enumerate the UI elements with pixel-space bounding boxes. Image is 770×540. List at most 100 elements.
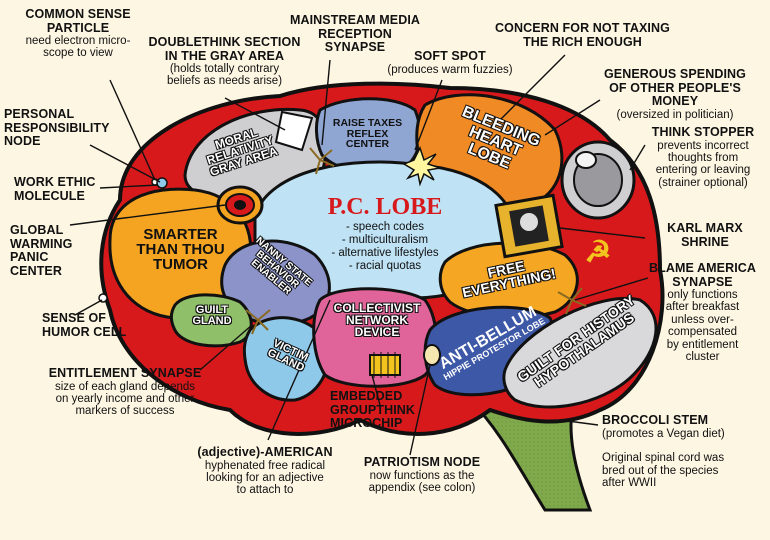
label-sub: on yearly income and other	[55, 392, 195, 405]
smarter-line: THAN THOU	[136, 241, 225, 258]
pc-lobe-text: P.C. LOBE - speech codes- multiculturali…	[300, 195, 470, 273]
label-head: PATRIOTISM NODE	[363, 455, 481, 469]
victim-gland	[242, 316, 330, 402]
pc-lobe-title: P.C. LOBE	[327, 194, 443, 220]
label-head: SYNAPSE	[324, 40, 386, 54]
label-head: WORK ETHIC	[14, 175, 96, 189]
label-head: MAINSTREAM MEDIA	[289, 13, 421, 27]
label-head: SYNAPSE	[672, 274, 733, 289]
leader-doublethink	[224, 97, 286, 131]
label-head: THINK STOPPER	[651, 125, 755, 139]
raise-line: CENTER	[345, 138, 390, 150]
label-head: KARL MARX	[667, 221, 743, 235]
pc-item: - racial quotas	[348, 259, 422, 272]
pc-item: - multiculturalism	[341, 233, 429, 246]
label-sub: looking for an adjective	[206, 471, 324, 484]
collectivist-line: NETWORK	[346, 313, 408, 327]
label-head: SENSE OF	[42, 311, 107, 325]
leader-mainstream	[321, 59, 331, 146]
label-sub: cluster	[685, 351, 720, 364]
label-head: BROCCOLI STEM	[602, 413, 709, 427]
label-sub: only functions	[667, 289, 738, 301]
label-head: (adjective)-AMERICAN	[197, 445, 333, 459]
label-sub	[602, 440, 762, 452]
label-sub: hyphenated free radical	[204, 459, 326, 472]
label-head: DOUBLETHINK SECTION	[148, 35, 301, 49]
leader-blame	[574, 277, 649, 301]
label-head: ENTITLEMENT SYNAPSE	[48, 366, 202, 380]
global-warming-target	[216, 185, 264, 225]
label-sub: bred out of the species	[602, 464, 719, 477]
guilt_gland-line: GUILT	[195, 304, 229, 316]
label-sub: after WWII	[602, 477, 657, 490]
collectivist-network-device	[312, 287, 438, 388]
work-ethic-molecule	[156, 177, 168, 189]
leader-common-sense	[109, 79, 156, 181]
leader-entitlement	[199, 324, 253, 371]
leader-american	[267, 299, 331, 441]
svg-text:☭: ☭	[585, 236, 612, 269]
label-head: PERSONAL	[4, 107, 75, 121]
label-head: CONCERN FOR NOT TAXING	[495, 21, 670, 35]
label-head: GENEROUS SPENDING	[603, 67, 746, 81]
label-head: RECEPTION	[318, 26, 392, 41]
label-sub: entering or leaving	[655, 164, 751, 177]
label-sub: scope to view	[43, 47, 113, 60]
leader-think	[629, 144, 646, 171]
groupthink-microchip	[369, 352, 401, 378]
label-sub: thoughts from	[667, 151, 739, 164]
label-head: SHRINE	[681, 234, 729, 249]
patriotism-node	[423, 344, 441, 366]
leader-generous	[544, 99, 601, 136]
label-sub: prevents incorrect	[657, 139, 749, 152]
label-sub: Original spinal cord was	[602, 452, 725, 465]
label-head: PARTICLE	[46, 20, 110, 35]
label-head: HUMOR CELL	[42, 324, 127, 339]
label-broccoli: BROCCOLI STEM(promotes a Vegan diet) Ori…	[602, 413, 762, 490]
label-head: RESPONSIBILITY	[4, 120, 110, 135]
label-sub: (produces warm fuzzies)	[387, 63, 513, 76]
label-head: MICROCHIP	[330, 416, 403, 430]
label-head: THE RICH ENOUGH	[523, 34, 642, 49]
label-sub: compensated	[667, 326, 738, 339]
leader-global	[69, 204, 226, 226]
leader-broccoli	[559, 419, 599, 426]
soft-spot	[402, 146, 441, 187]
guilt_gland-line: GLAND	[192, 315, 232, 327]
label-sub: size of each gland depends	[54, 380, 196, 393]
label-sub: (strainer optional)	[658, 176, 748, 189]
label-head: GLOBAL	[10, 223, 64, 237]
collectivist-line: DEVICE	[354, 325, 400, 339]
pc-item: - speech codes	[346, 221, 424, 233]
label-sub: beliefs as needs arise)	[166, 75, 283, 88]
label-sub: need electron micro-	[25, 35, 131, 47]
label-head: OF OTHER PEOPLE'S MONEY	[609, 80, 741, 108]
label-sub: to attach to	[236, 484, 294, 497]
label-head: IN THE GRAY AREA	[164, 48, 285, 63]
label-sub: by entitlement	[666, 338, 739, 351]
label-sub: markers of success	[75, 405, 175, 418]
label-head: EMBEDDED	[330, 389, 403, 403]
raise-line: REFLEX	[346, 127, 389, 140]
karl-marx-shrine: ☭	[494, 193, 612, 269]
label-head: WARMING	[10, 236, 73, 251]
leader-humor	[74, 299, 103, 316]
label-head: BLAME AMERICA	[648, 261, 757, 275]
label-head: CENTER	[10, 263, 62, 278]
